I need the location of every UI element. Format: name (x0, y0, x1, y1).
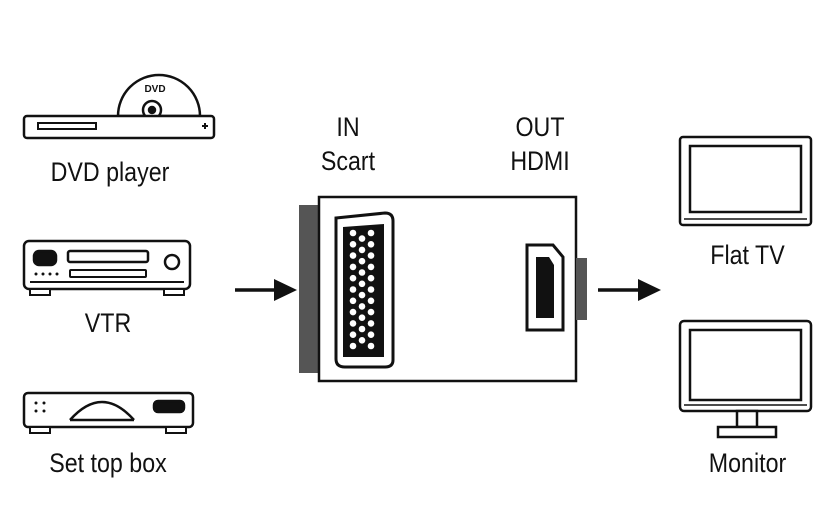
scart-pin (349, 241, 357, 248)
scart-pin (349, 252, 357, 259)
scart-pin (349, 320, 357, 327)
scart-port-icon (334, 211, 395, 369)
monitor-label: Monitor (708, 448, 787, 478)
set-top-box-label: Set top box (49, 448, 167, 478)
input-port-type: Scart (320, 146, 376, 176)
scart-pin (349, 331, 357, 339)
scart-pin (367, 297, 375, 305)
flat-tv-icon (678, 135, 813, 227)
scart-pin (349, 342, 357, 350)
scart-pin (367, 342, 375, 350)
scart-pin (358, 314, 366, 322)
scart-pin (358, 303, 366, 310)
scart-pin (358, 280, 366, 288)
output-port-type: HDMI (510, 146, 570, 176)
scart-pin (358, 325, 366, 333)
input-port-label: IN (336, 112, 360, 142)
output-port-label: OUT (515, 112, 565, 142)
scart-pins (349, 229, 375, 350)
scart-pin (349, 297, 357, 305)
scart-pin (367, 241, 375, 248)
scart-pin (349, 229, 357, 237)
vtr-label: VTR (84, 308, 132, 338)
scart-pin (358, 246, 366, 254)
scart-pin (367, 229, 375, 237)
flat-tv-label: Flat TV (710, 240, 785, 270)
scart-pin (349, 263, 357, 271)
scart-pin (349, 274, 357, 282)
scart-pin (358, 257, 366, 265)
scart-pin (349, 286, 357, 293)
set-top-box-icon (22, 391, 195, 434)
scart-pin (367, 331, 375, 339)
vtr-icon (22, 239, 192, 296)
scart-pin (367, 286, 375, 293)
dvd-disc-label: DVD (144, 84, 165, 95)
scart-pin (358, 291, 366, 299)
dvd-player-label: DVD player (50, 157, 170, 187)
input-arrow-icon (235, 279, 297, 301)
scart-pin (358, 269, 366, 276)
output-arrow-icon (598, 279, 661, 301)
scart-pin (358, 235, 366, 242)
scart-pin (367, 308, 375, 316)
scart-pin (349, 308, 357, 316)
scart-pin (367, 274, 375, 282)
scart-pin (367, 252, 375, 259)
monitor-icon (678, 319, 813, 439)
scart-pin (367, 320, 375, 327)
dvd-player-icon (22, 73, 216, 140)
hdmi-port-icon (525, 243, 565, 332)
scart-pin (367, 263, 375, 271)
scart-pin (358, 337, 366, 344)
